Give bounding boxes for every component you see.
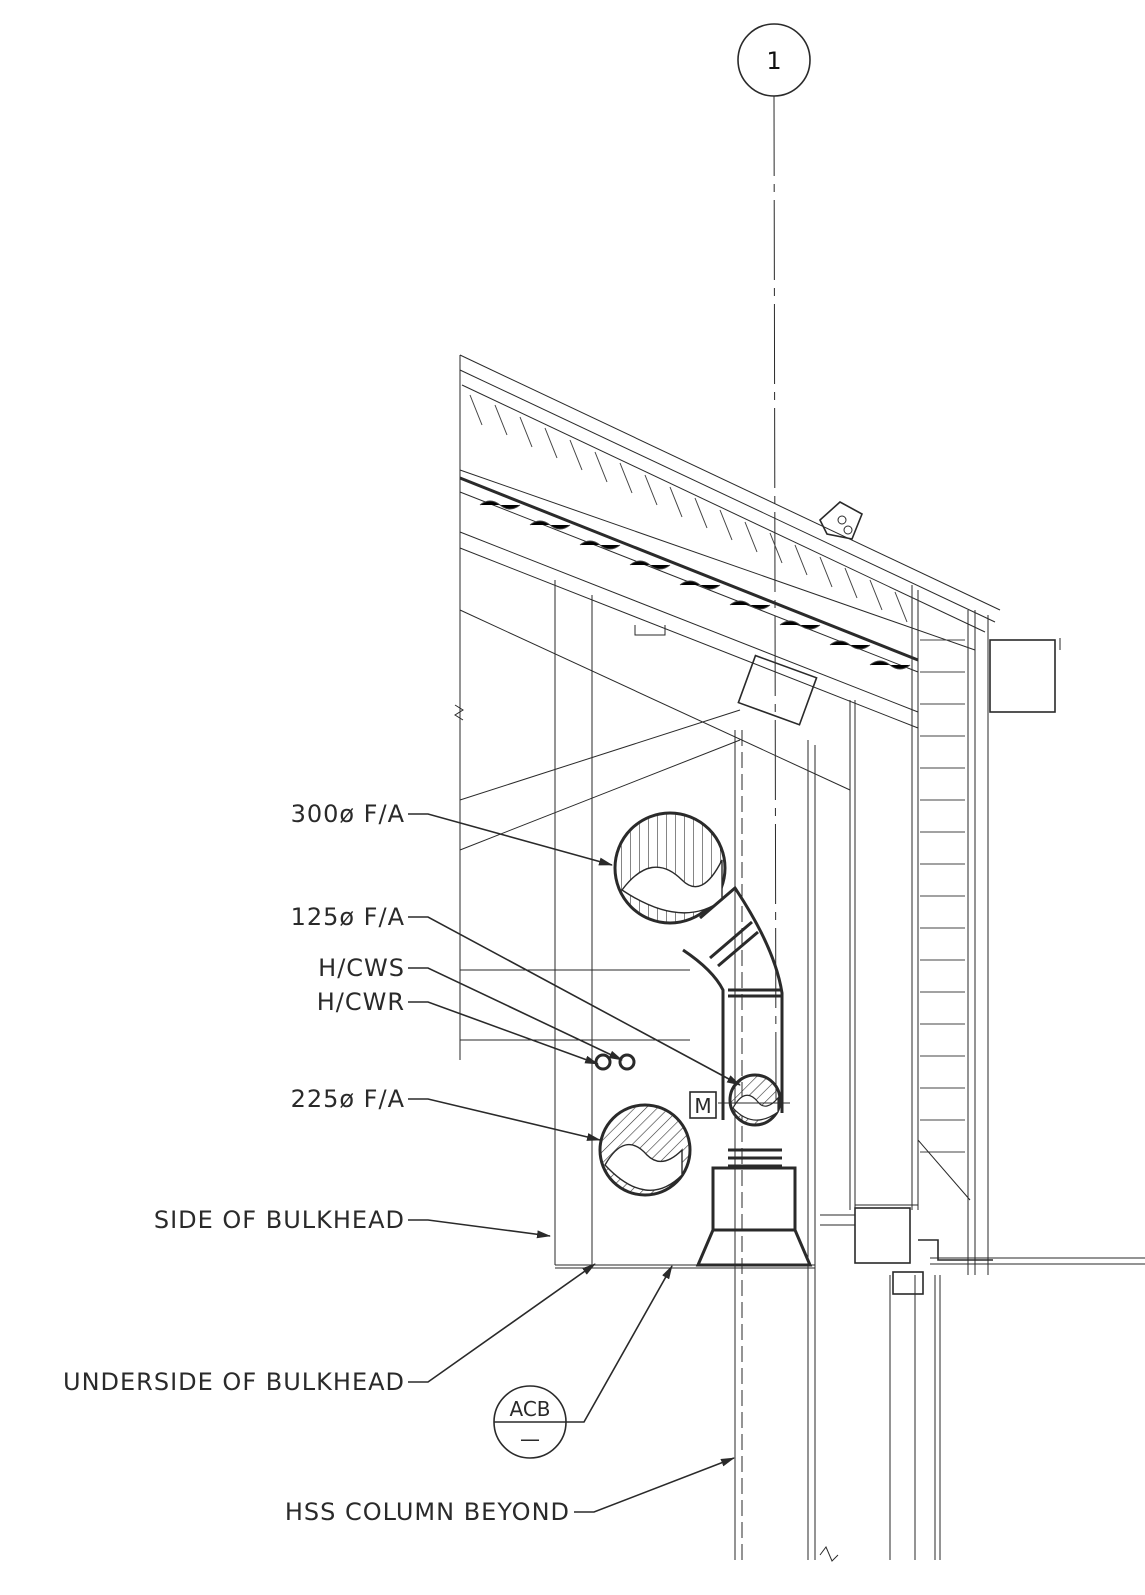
label-hcws: H/CWS: [318, 954, 405, 982]
duct-300-fa: [613, 811, 727, 925]
acb-tag-bottom: —: [520, 1427, 540, 1451]
grid-bubble-label: 1: [766, 47, 781, 75]
acb-tag-top: ACB: [509, 1397, 550, 1421]
structural-framing: [459, 580, 856, 1562]
label-125-fa: 125ø F/A: [291, 903, 405, 931]
label-hcwr: H/CWR: [317, 988, 405, 1016]
damper-tag: M: [689, 1091, 717, 1119]
label-300-fa: 300ø F/A: [291, 800, 405, 828]
insulation-hatching: [469, 394, 911, 670]
label-underside-of-bulkhead: UNDERSIDE OF BULKHEAD: [63, 1368, 405, 1396]
grid-line-1: 1: [737, 23, 811, 1101]
duct-system: [594, 811, 813, 1267]
duct-225-fa: [598, 1103, 692, 1197]
duct-125-fa: [728, 1073, 782, 1127]
acb-tag: ACB —: [493, 1385, 567, 1459]
label-225-fa: 225ø F/A: [291, 1085, 405, 1113]
label-side-of-bulkhead: SIDE OF BULKHEAD: [154, 1206, 405, 1234]
roof-assembly: [454, 354, 1001, 1060]
label-hss-column-beyond: HSS COLUMN BEYOND: [285, 1498, 570, 1526]
wall-assembly: [820, 585, 1145, 1560]
leaders: [408, 813, 741, 1513]
labels: 300ø F/A 125ø F/A H/CWS H/CWR 225ø F/A S…: [63, 800, 570, 1526]
damper-tag-label: M: [694, 1094, 711, 1118]
